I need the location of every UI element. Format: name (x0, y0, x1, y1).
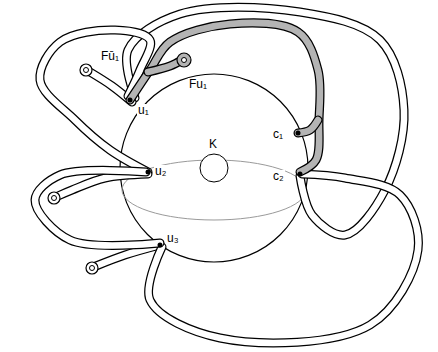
attach-point (296, 131, 301, 136)
attach-point (158, 243, 163, 248)
shaded-band-edge (298, 120, 318, 133)
band (35, 170, 160, 245)
point-label: u₂ (154, 165, 167, 178)
band-edge (149, 174, 419, 343)
band-edge (58, 174, 148, 196)
point-label: u₃ (166, 232, 180, 245)
band-loop (86, 262, 98, 274)
band (58, 174, 148, 196)
attach-point (298, 172, 303, 177)
shaded-band (130, 23, 320, 172)
point-label: c₂ (272, 170, 285, 183)
band-hole (84, 68, 89, 73)
shaded-band-edge (130, 23, 320, 172)
band (126, 7, 404, 235)
point-label: u₁ (137, 104, 150, 117)
band-edge (126, 7, 404, 235)
point-label: K (208, 138, 218, 151)
band-hole (52, 196, 57, 201)
band-loop (48, 192, 60, 204)
shaded-loop (177, 53, 191, 67)
band-edge (35, 170, 160, 245)
knot-circle (200, 154, 228, 182)
band-hole (90, 266, 95, 271)
band-loop (80, 64, 92, 76)
attach-point (128, 98, 133, 103)
band (149, 174, 419, 343)
point-label: Fū₁ (100, 50, 120, 63)
point-label: Fu₁ (188, 78, 208, 91)
point-label: c₁ (272, 128, 284, 141)
shaded-band (298, 120, 318, 133)
shaded-hole (182, 58, 187, 63)
attach-point (146, 170, 151, 175)
